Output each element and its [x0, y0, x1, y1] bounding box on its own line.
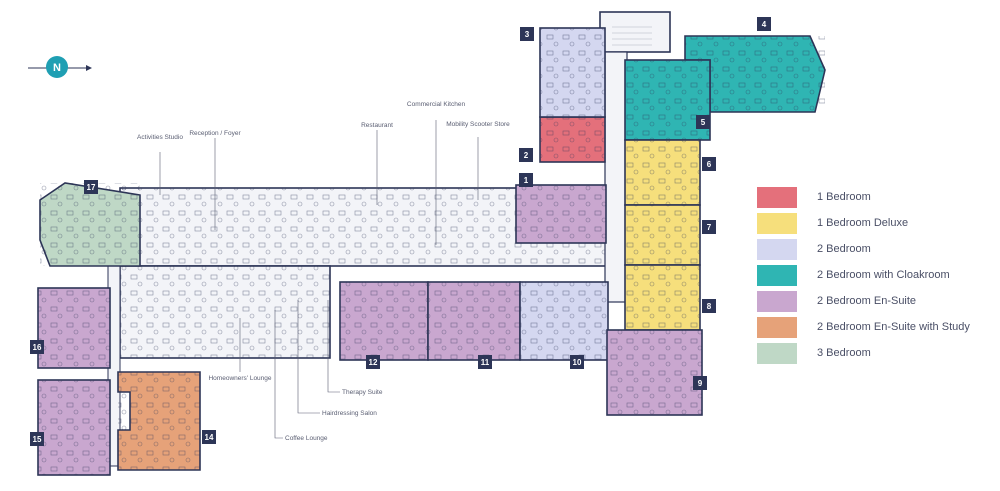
legend-label: 2 Bedroom En-Suite with Study	[817, 321, 970, 333]
legend-swatch	[757, 291, 797, 312]
legend-swatch	[757, 317, 797, 338]
apartment-7[interactable]	[624, 204, 701, 266]
communal-areas	[107, 11, 671, 467]
badge-2: 2	[524, 151, 529, 160]
badge-10: 10	[573, 358, 582, 367]
apartment-9[interactable]	[606, 329, 703, 416]
legend-label: 1 Bedroom	[817, 191, 871, 203]
label-activities-studio: Activities Studio	[137, 134, 183, 141]
badge-8: 8	[707, 302, 712, 311]
badge-15: 15	[33, 435, 42, 444]
apartment-badges: 17 16 15 14 12 11 10 1 2 3 4 5 6 7 8 9	[30, 17, 771, 446]
badge-16: 16	[33, 343, 42, 352]
badge-3: 3	[525, 30, 530, 39]
legend-label: 1 Bedroom Deluxe	[817, 217, 909, 229]
badge-17: 17	[87, 183, 96, 192]
label-mobility-scooter-store: Mobility Scooter Store	[446, 121, 510, 128]
legend-label: 2 Bedroom	[817, 243, 871, 255]
apartment-10[interactable]	[519, 281, 609, 361]
apartment-15[interactable]	[37, 379, 111, 476]
legend-swatch	[757, 343, 797, 364]
badge-11: 11	[481, 358, 490, 367]
label-coffee-lounge: Coffee Lounge	[285, 435, 328, 442]
apartment-14[interactable]	[117, 371, 201, 471]
legend-label: 2 Bedroom with Cloakroom	[817, 269, 950, 281]
compass-badge	[46, 56, 68, 78]
compass-letter: N	[53, 62, 61, 74]
badge-4: 4	[762, 20, 767, 29]
badge-6: 6	[707, 160, 712, 169]
apartment-8[interactable]	[624, 264, 701, 331]
legend-label: 2 Bedroom En-Suite	[817, 295, 917, 307]
north-compass: N	[28, 56, 92, 78]
badge-14: 14	[205, 433, 214, 442]
legend-swatch	[757, 187, 797, 208]
legend-swatch	[757, 265, 797, 286]
apartment-3[interactable]	[539, 27, 606, 118]
label-commercial-kitchen: Commercial Kitchen	[407, 101, 466, 108]
legend-label: 3 Bedroom	[817, 347, 871, 359]
apartment-5[interactable]	[624, 59, 711, 141]
label-homeowners-lounge: Homeowners' Lounge	[208, 375, 271, 382]
amenity-labels: Activities Studio Reception / Foyer Rest…	[137, 101, 510, 442]
apartment-16[interactable]	[37, 287, 111, 369]
legend-swatch	[757, 239, 797, 260]
apartment-2[interactable]	[539, 116, 606, 163]
label-reception-foyer: Reception / Foyer	[189, 130, 241, 137]
apartment-1[interactable]	[515, 184, 607, 244]
badge-5: 5	[701, 118, 706, 127]
label-therapy-suite: Therapy Suite	[342, 389, 383, 396]
badge-7: 7	[707, 223, 712, 232]
apartment-11[interactable]	[427, 281, 521, 361]
label-hairdressing-salon: Hairdressing Salon	[322, 410, 377, 417]
legend-swatch	[757, 213, 797, 234]
apartment-12[interactable]	[339, 281, 429, 361]
apartment-17[interactable]	[39, 182, 141, 267]
badge-9: 9	[698, 379, 703, 388]
badge-1: 1	[524, 176, 529, 185]
apartment-6[interactable]	[624, 139, 701, 206]
label-restaurant: Restaurant	[361, 122, 393, 129]
badge-12: 12	[369, 358, 378, 367]
